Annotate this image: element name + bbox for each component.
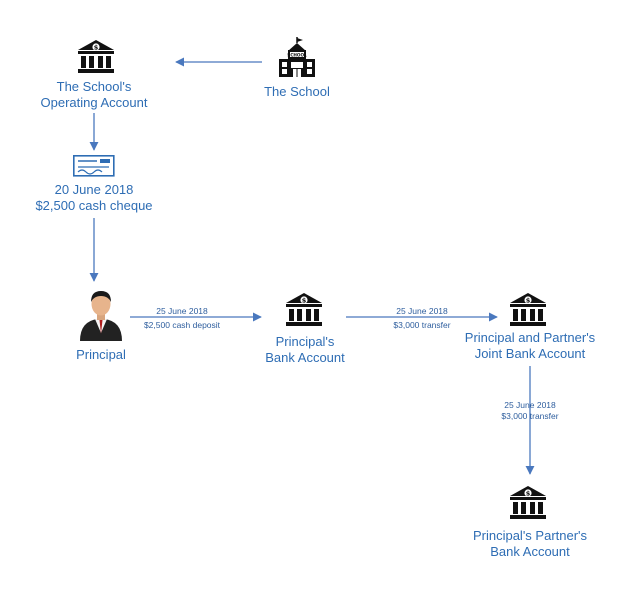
school-label: The School <box>247 84 347 100</box>
cheque-amount: $2,500 cash cheque <box>35 198 153 213</box>
school-label-text: The School <box>264 84 330 99</box>
partner-bank-label: Principal's Partner's Bank Account <box>458 528 602 560</box>
svg-text:SCHOOL: SCHOOL <box>287 52 307 57</box>
partner-bank-label-line2: Bank Account <box>490 544 570 559</box>
bank-icon <box>286 293 322 326</box>
deposit-date: 25 June 2018 <box>156 306 208 316</box>
joint-bank-label-line2: Joint Bank Account <box>474 346 586 361</box>
deposit-amount: $2,500 cash deposit <box>143 320 221 330</box>
partner-bank-label-line1: Principal's Partner's <box>472 528 588 543</box>
operating-account-label-line2: Operating Account <box>40 95 148 110</box>
principal-bank-label-line2: Bank Account <box>265 350 345 365</box>
principal-label: Principal <box>51 347 151 363</box>
joint-bank-label-line1: Principal and Partner's <box>464 330 596 345</box>
bank-icon <box>510 293 546 326</box>
person-icon <box>80 291 122 341</box>
transfer1-edge-label: 25 June 2018 $3,000 transfer <box>372 306 472 331</box>
transfer2-date: 25 June 2018 <box>504 400 556 410</box>
bank-icon <box>78 40 114 73</box>
operating-account-label: The School's Operating Account <box>34 79 154 111</box>
joint-bank-label: Principal and Partner's Joint Bank Accou… <box>448 330 612 362</box>
cheque-label: 20 June 2018 $2,500 cash cheque <box>24 182 164 214</box>
cheque-icon <box>73 155 115 177</box>
principal-bank-label: Principal's Bank Account <box>245 334 365 366</box>
operating-account-label-line1: The School's <box>56 79 132 94</box>
transfer1-date: 25 June 2018 <box>396 306 448 316</box>
deposit-edge-label: 25 June 2018 $2,500 cash deposit <box>132 306 232 331</box>
school-building-icon: SCHOOL <box>279 37 315 77</box>
principal-label-text: Principal <box>76 347 126 362</box>
transfer2-edge-label: 25 June 2018 $3,000 transfer <box>480 400 580 422</box>
bank-icon <box>510 486 546 519</box>
cheque-date: 20 June 2018 <box>54 182 134 197</box>
transfer2-amount: $3,000 transfer <box>501 411 559 421</box>
principal-bank-label-line1: Principal's <box>275 334 335 349</box>
transfer1-amount: $3,000 transfer <box>393 320 451 330</box>
